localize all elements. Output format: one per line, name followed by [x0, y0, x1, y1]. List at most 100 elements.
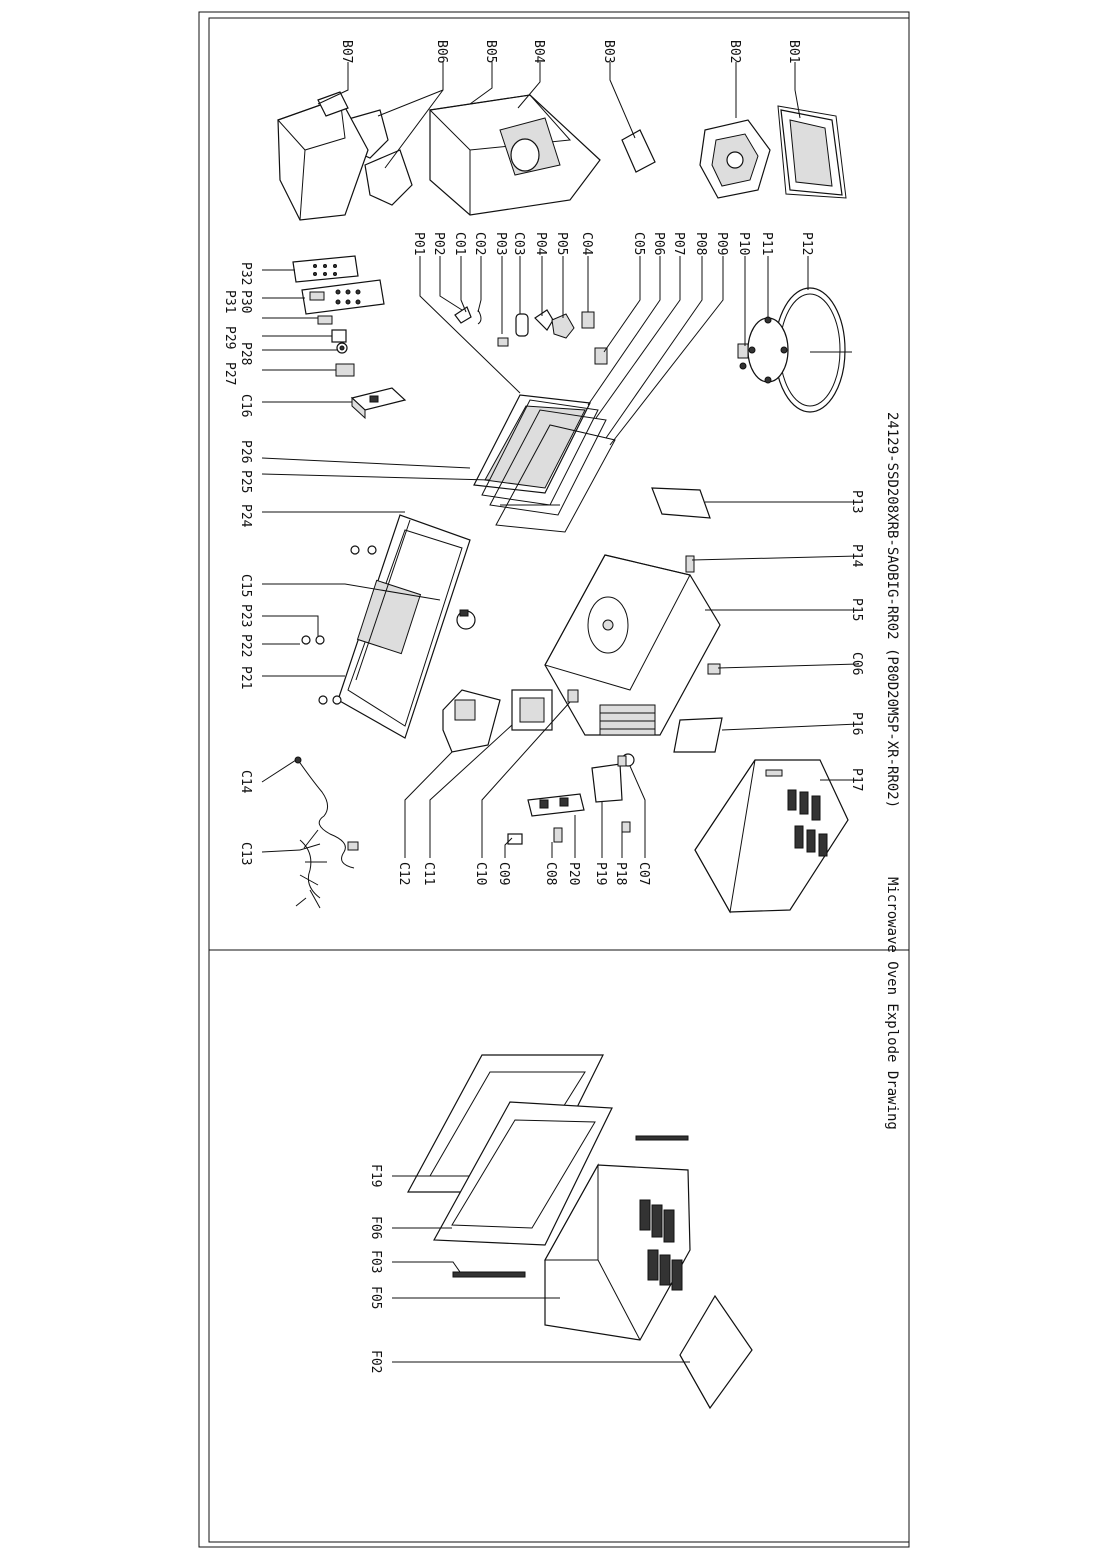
label-p13: P13: [849, 490, 864, 513]
label-c08: C08: [543, 862, 558, 885]
label-p25: P25: [238, 470, 253, 493]
part-c07-lamp: [617, 753, 635, 767]
inner-frame: [208, 17, 910, 1543]
part-c01: [454, 306, 472, 324]
label-c14: C14: [238, 770, 253, 794]
label-p24: P24: [238, 504, 253, 528]
label-p16: P16: [849, 712, 864, 735]
part-c03: [515, 313, 529, 337]
label-c16: C16: [238, 394, 253, 417]
label-p08: P08: [693, 232, 708, 255]
label-b02: B02: [727, 40, 742, 63]
label-p06: P06: [651, 232, 666, 255]
part-p28: [336, 342, 348, 354]
part-f02-side-panel: [679, 1294, 753, 1410]
label-c06: C06: [849, 652, 864, 675]
label-c10: C10: [473, 862, 488, 885]
part-p14: [685, 555, 695, 573]
part-b01-tray: [777, 105, 847, 199]
part-c02: [477, 309, 482, 325]
label-b04: B04: [531, 40, 546, 64]
part-b03-sheet: [621, 129, 656, 173]
label-c09: C09: [496, 862, 511, 885]
part-c06: [707, 663, 721, 675]
label-p05: P05: [554, 232, 569, 255]
part-f05-cabinet: [544, 1163, 691, 1341]
part-p10-coupler: [737, 343, 749, 370]
label-c04: C04: [579, 232, 594, 256]
label-b05: B05: [483, 40, 498, 63]
label-c11: C11: [421, 862, 436, 885]
label-p30: P30: [238, 290, 253, 313]
label-b01: B01: [786, 40, 801, 63]
part-f03-strip-top: [635, 1135, 689, 1141]
callout-labels: B01 B02 B03 B04 B05 B06 B07 P01 P02 C01 …: [222, 40, 864, 1373]
label-p26: P26: [238, 440, 253, 463]
label-p10: P10: [736, 232, 751, 255]
part-c11-magnetron: [511, 689, 553, 731]
part-door-frame-1: [481, 399, 599, 506]
label-p22: P22: [238, 634, 253, 657]
part-b07-box: [277, 91, 369, 221]
part-c15-motor: [456, 609, 476, 630]
part-c04: [581, 311, 595, 329]
part-c09: [507, 833, 523, 845]
part-p31: [317, 315, 333, 325]
label-p04: P04: [533, 232, 548, 256]
part-p20-latch: [527, 793, 585, 817]
label-p03: P03: [493, 232, 508, 255]
label-p32: P32: [238, 262, 253, 285]
label-p28: P28: [238, 342, 253, 365]
label-p11: P11: [759, 232, 774, 255]
part-p03: [497, 337, 509, 347]
label-p19: P19: [593, 862, 608, 885]
label-c15: C15: [238, 574, 253, 597]
part-p01-door: [473, 394, 591, 494]
label-p12: P12: [799, 232, 814, 255]
part-p19-waveguide: [591, 763, 623, 803]
drawing-title: Microwave Oven Explode Drawing: [884, 877, 900, 1130]
part-b02-support: [699, 119, 771, 199]
label-b06: B06: [434, 40, 449, 63]
label-p01: P01: [411, 232, 426, 255]
label-p15: P15: [849, 598, 864, 621]
part-feet: [301, 545, 377, 705]
part-c10: [567, 689, 579, 703]
label-p07: P07: [671, 232, 686, 255]
part-b04-b05-carton: [428, 94, 601, 216]
part-p17-outer-case: [694, 759, 849, 914]
part-c14-power-cord: [297, 759, 355, 869]
label-p02: P02: [431, 232, 446, 255]
part-p27: [335, 363, 355, 377]
part-c13-wire-harness: [295, 829, 327, 909]
part-p15-cavity: [544, 554, 721, 736]
label-b03: B03: [601, 40, 616, 63]
part-c12-transformer: [442, 689, 501, 753]
label-p29: P29: [222, 326, 237, 349]
part-p30-control-panel: [301, 279, 385, 315]
label-c05: C05: [631, 232, 646, 255]
label-p17: P17: [849, 768, 864, 791]
label-f19: F19: [368, 1164, 383, 1187]
label-p27: P27: [222, 362, 237, 385]
label-f05: F05: [368, 1286, 383, 1309]
part-p21-base-plate: [337, 514, 471, 739]
model-title: 24129-SSD208XRB-SAOBIG-RR02 (P80D20MSP-X…: [884, 412, 900, 808]
label-p31: P31: [222, 290, 237, 313]
part-f03-strip: [452, 1271, 526, 1278]
part-c08: [553, 827, 563, 843]
label-c01: C01: [452, 232, 467, 255]
label-p23: P23: [238, 604, 253, 627]
label-p14: P14: [849, 544, 864, 568]
part-p16-mica: [673, 717, 723, 753]
part-p18: [621, 821, 631, 833]
part-p13-mica: [651, 487, 711, 519]
part-door-frame-3: [495, 424, 616, 533]
label-f03: F03: [368, 1250, 383, 1273]
part-door-frame-2: [489, 409, 607, 516]
part-p05: [551, 313, 575, 339]
part-p32-panel-overlay: [292, 255, 359, 283]
part-f06-inner-frame: [433, 1101, 613, 1246]
label-c03: C03: [511, 232, 526, 255]
